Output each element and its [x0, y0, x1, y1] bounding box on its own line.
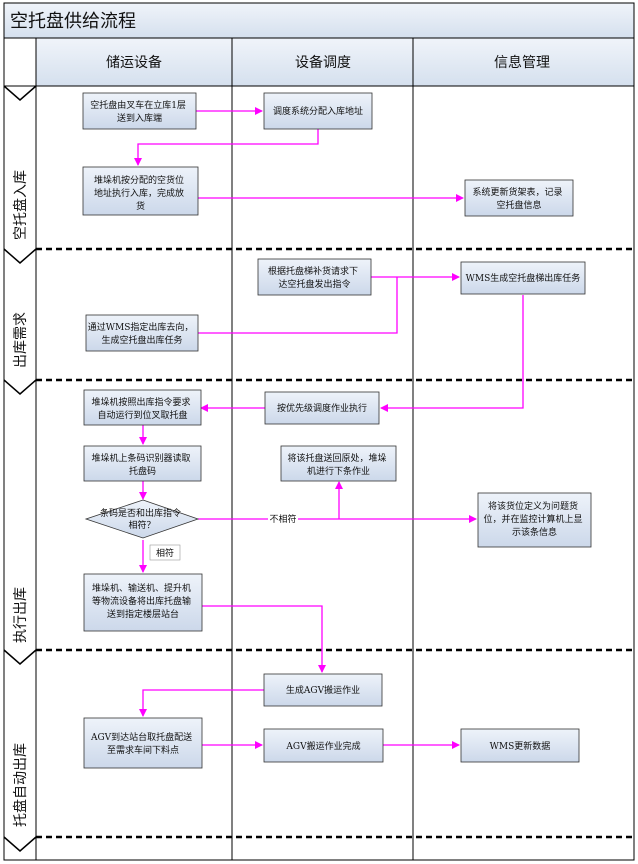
- box-conveyor-transport: [83, 573, 203, 632]
- box-priority-dispatch-line-1: 按优先级调度作业执行: [277, 402, 367, 414]
- arrow-n6-n9: [380, 295, 524, 412]
- box-agv-deliver-line-2: 至需求车间下料点: [107, 744, 179, 756]
- column-header-storage: 储运设备: [106, 54, 162, 71]
- box-pallet-to-inbound: [82, 92, 197, 130]
- svg-text:堆垛机上条码识别器读取 托盘码: 堆垛机上条码识别器读取 托盘码: [92, 452, 194, 477]
- svg-text:将该货位定义为问题货 位，并在监控计算机上显: 将该货位定义为问题货 位，并在监控计算机上显 示该条信息: [484, 500, 586, 538]
- lane-label-empty-pallet-inbound: 空托盘入库: [12, 170, 29, 240]
- lane-chevron-1: [3, 248, 37, 264]
- lane-chevron-top: [3, 85, 37, 101]
- box-wms-generate-task: [460, 261, 586, 295]
- edge-label-match-bg: [149, 544, 181, 561]
- box-agv-deliver: [83, 717, 203, 769]
- box-agv-job-done-line-1: AGV搬运作业完成: [285, 740, 360, 752]
- box-generate-agv-job-line-1: 生成AGV搬运作业: [286, 684, 360, 696]
- svg-text:AGV到达站台取托盘配送 至需求车间下料点: AGV到达站台取托盘配送 至需求车间下料点: [90, 731, 195, 756]
- box-replenish-request-line-1: 根据托盘梯补货请求下: [268, 265, 358, 277]
- box-return-pallet: [280, 445, 397, 482]
- box-barcode-read-line-1: 堆垛机上条码识别器读取: [92, 452, 191, 464]
- svg-text:调度系统分配入库地址: 调度系统分配入库地址: [273, 105, 363, 117]
- svg-text:条码是否和出库指令 相符？: 条码是否和出库指令 相符？: [100, 507, 184, 531]
- box-conveyor-transport-line-3: 送到指定楼层站台: [107, 608, 179, 620]
- corner-cell: [3, 37, 37, 87]
- arrow-n14-n15: [202, 605, 326, 673]
- box-barcode-read-line-2: 托盘码: [129, 465, 156, 477]
- box-conveyor-transport-line-1: 堆垛机、输送机、提升机: [92, 582, 191, 594]
- svg-text:堆垛机按分配的空货位 地址执行入库，完成放: 堆垛机按分配的空货位 地址执行入库，完成放 货: [94, 174, 187, 212]
- box-assign-inbound-address-line-1: 调度系统分配入库地址: [273, 105, 363, 117]
- box-problem-slot-line-1: 将该货位定义为问题货: [488, 500, 578, 512]
- process-boxes: 空托盘由叉车在立库1层 送到入库端 调度系统分配入库地址 堆垛机按分配的空货位 …: [82, 92, 592, 769]
- svg-text:按优先级调度作业执行: 按优先级调度作业执行: [277, 402, 367, 414]
- arrow-n2-n3: [134, 129, 319, 166]
- box-stacker-pick-line-2: 自动运行到位叉取托盘: [97, 409, 187, 421]
- svg-text:WMS更新数据: WMS更新数据: [490, 740, 551, 752]
- box-stacker-inbound-line-2: 地址执行入库，完成放: [94, 187, 184, 199]
- diagram-title: 空托盘供给流程: [10, 11, 136, 32]
- box-update-rack-table-line-2: 空托盘信息: [496, 199, 541, 211]
- box-wms-specify-destination-line-1: 通过WMS指定出库去向，: [88, 321, 194, 333]
- lane-chevron-3: [3, 649, 37, 665]
- lane-label-outbound-demand: 出库需求: [13, 312, 29, 368]
- box-replenish-request: [257, 258, 372, 296]
- svg-text:根据托盘梯补货请求下 达空托盘发出指令: 根据托盘梯补货请求下 达空托盘发出指令: [268, 265, 361, 290]
- lane-chevron-2: [3, 379, 37, 395]
- arrow-n7-n6: [198, 277, 398, 334]
- svg-text:堆垛机、输送机、提升机 等物流设备将出库托盘输: 堆垛机、输送机、提升机 等物流设备将出库托盘输 送到指定楼层站台: [92, 582, 194, 620]
- box-priority-dispatch: [264, 391, 380, 425]
- lane-chevron-4: [3, 836, 37, 852]
- svg-text:通过WMS指定出库去向， 生成空托盘出库任务: 通过WMS指定出库去向， 生成空托盘出库任务: [88, 321, 197, 346]
- box-wms-specify-destination: [85, 314, 199, 352]
- decision-barcode-match: [84, 499, 200, 539]
- box-wms-update-line-1: WMS更新数据: [490, 740, 551, 752]
- column-header-info: 信息管理: [494, 54, 550, 71]
- box-conveyor-transport-line-2: 等物流设备将出库托盘输: [92, 595, 191, 607]
- edge-label-not-match: 不相符: [269, 513, 296, 525]
- box-agv-deliver-line-1: AGV到达站台取托盘配送: [90, 731, 192, 743]
- svg-text:WMS生成空托盘梯出库任务: WMS生成空托盘梯出库任务: [466, 272, 581, 284]
- svg-text:生成AGV搬运作业: 生成AGV搬运作业: [286, 684, 360, 696]
- box-problem-slot: [477, 492, 592, 548]
- lane-label-auto-pallet-outbound: 托盘自动出库: [12, 743, 29, 827]
- box-stacker-pick-line-1: 堆垛机按照出库指令要求: [92, 396, 191, 408]
- box-agv-job-done: [263, 728, 384, 763]
- box-assign-inbound-address: [263, 92, 373, 130]
- edge-label-match: 相符: [156, 547, 174, 559]
- box-pallet-to-inbound-line-2: 送到入库端: [117, 112, 162, 124]
- box-problem-slot-line-2: 位，并在监控计算机上显: [484, 513, 583, 525]
- box-pallet-to-inbound-line-1: 空托盘由叉车在立库1层: [90, 99, 186, 111]
- box-update-rack-table: [464, 179, 574, 217]
- svg-text:将该托盘送回原处，堆垛 机进行下条作业: 将该托盘送回原处，堆垛 机进行下条作业: [288, 452, 390, 477]
- svg-text:系统更新货架表，记录 空托盘信息: 系统更新货架表，记录 空托盘信息: [473, 186, 566, 211]
- box-return-pallet-line-2: 机进行下条作业: [307, 465, 370, 477]
- box-return-pallet-line-1: 将该托盘送回原处，堆垛: [288, 452, 387, 464]
- box-barcode-read: [83, 445, 202, 482]
- box-stacker-pick: [83, 389, 202, 426]
- box-generate-agv-job: [263, 673, 383, 707]
- decision-barcode-match-line-1: 条码是否和出库指令: [100, 507, 181, 519]
- svg-text:堆垛机按照出库指令要求 自动运行到位叉取托盘: 堆垛机按照出库指令要求 自动运行到位叉取托盘: [92, 396, 194, 421]
- box-replenish-request-line-2: 达空托盘发出指令: [278, 278, 350, 290]
- column-header-dispatch: 设备调度: [295, 54, 351, 71]
- box-stacker-inbound: [82, 166, 199, 216]
- connectors: [134, 107, 524, 749]
- box-stacker-inbound-line-1: 堆垛机按分配的空货位: [94, 174, 184, 186]
- svg-text:空托盘由叉车在立库1层 送到入库端: 空托盘由叉车在立库1层 送到入库端: [90, 99, 189, 124]
- edge-label-not-match-bg: [268, 512, 298, 526]
- box-problem-slot-line-3: 示该条信息: [512, 526, 557, 538]
- decision-barcode-match-line-2: 相符？: [128, 519, 155, 531]
- box-wms-specify-destination-line-2: 生成空托盘出库任务: [101, 334, 182, 346]
- box-update-rack-table-line-1: 系统更新货架表，记录: [473, 186, 563, 198]
- arrow-n15-n16: [139, 689, 264, 717]
- box-stacker-inbound-line-3: 货: [136, 200, 145, 212]
- column-header-row: [35, 37, 635, 87]
- box-wms-update: [460, 728, 580, 763]
- box-wms-generate-task-line-1: WMS生成空托盘梯出库任务: [466, 272, 581, 284]
- lane-label-execute-outbound: 执行出库: [13, 587, 29, 643]
- svg-text:AGV搬运作业完成: AGV搬运作业完成: [285, 740, 360, 752]
